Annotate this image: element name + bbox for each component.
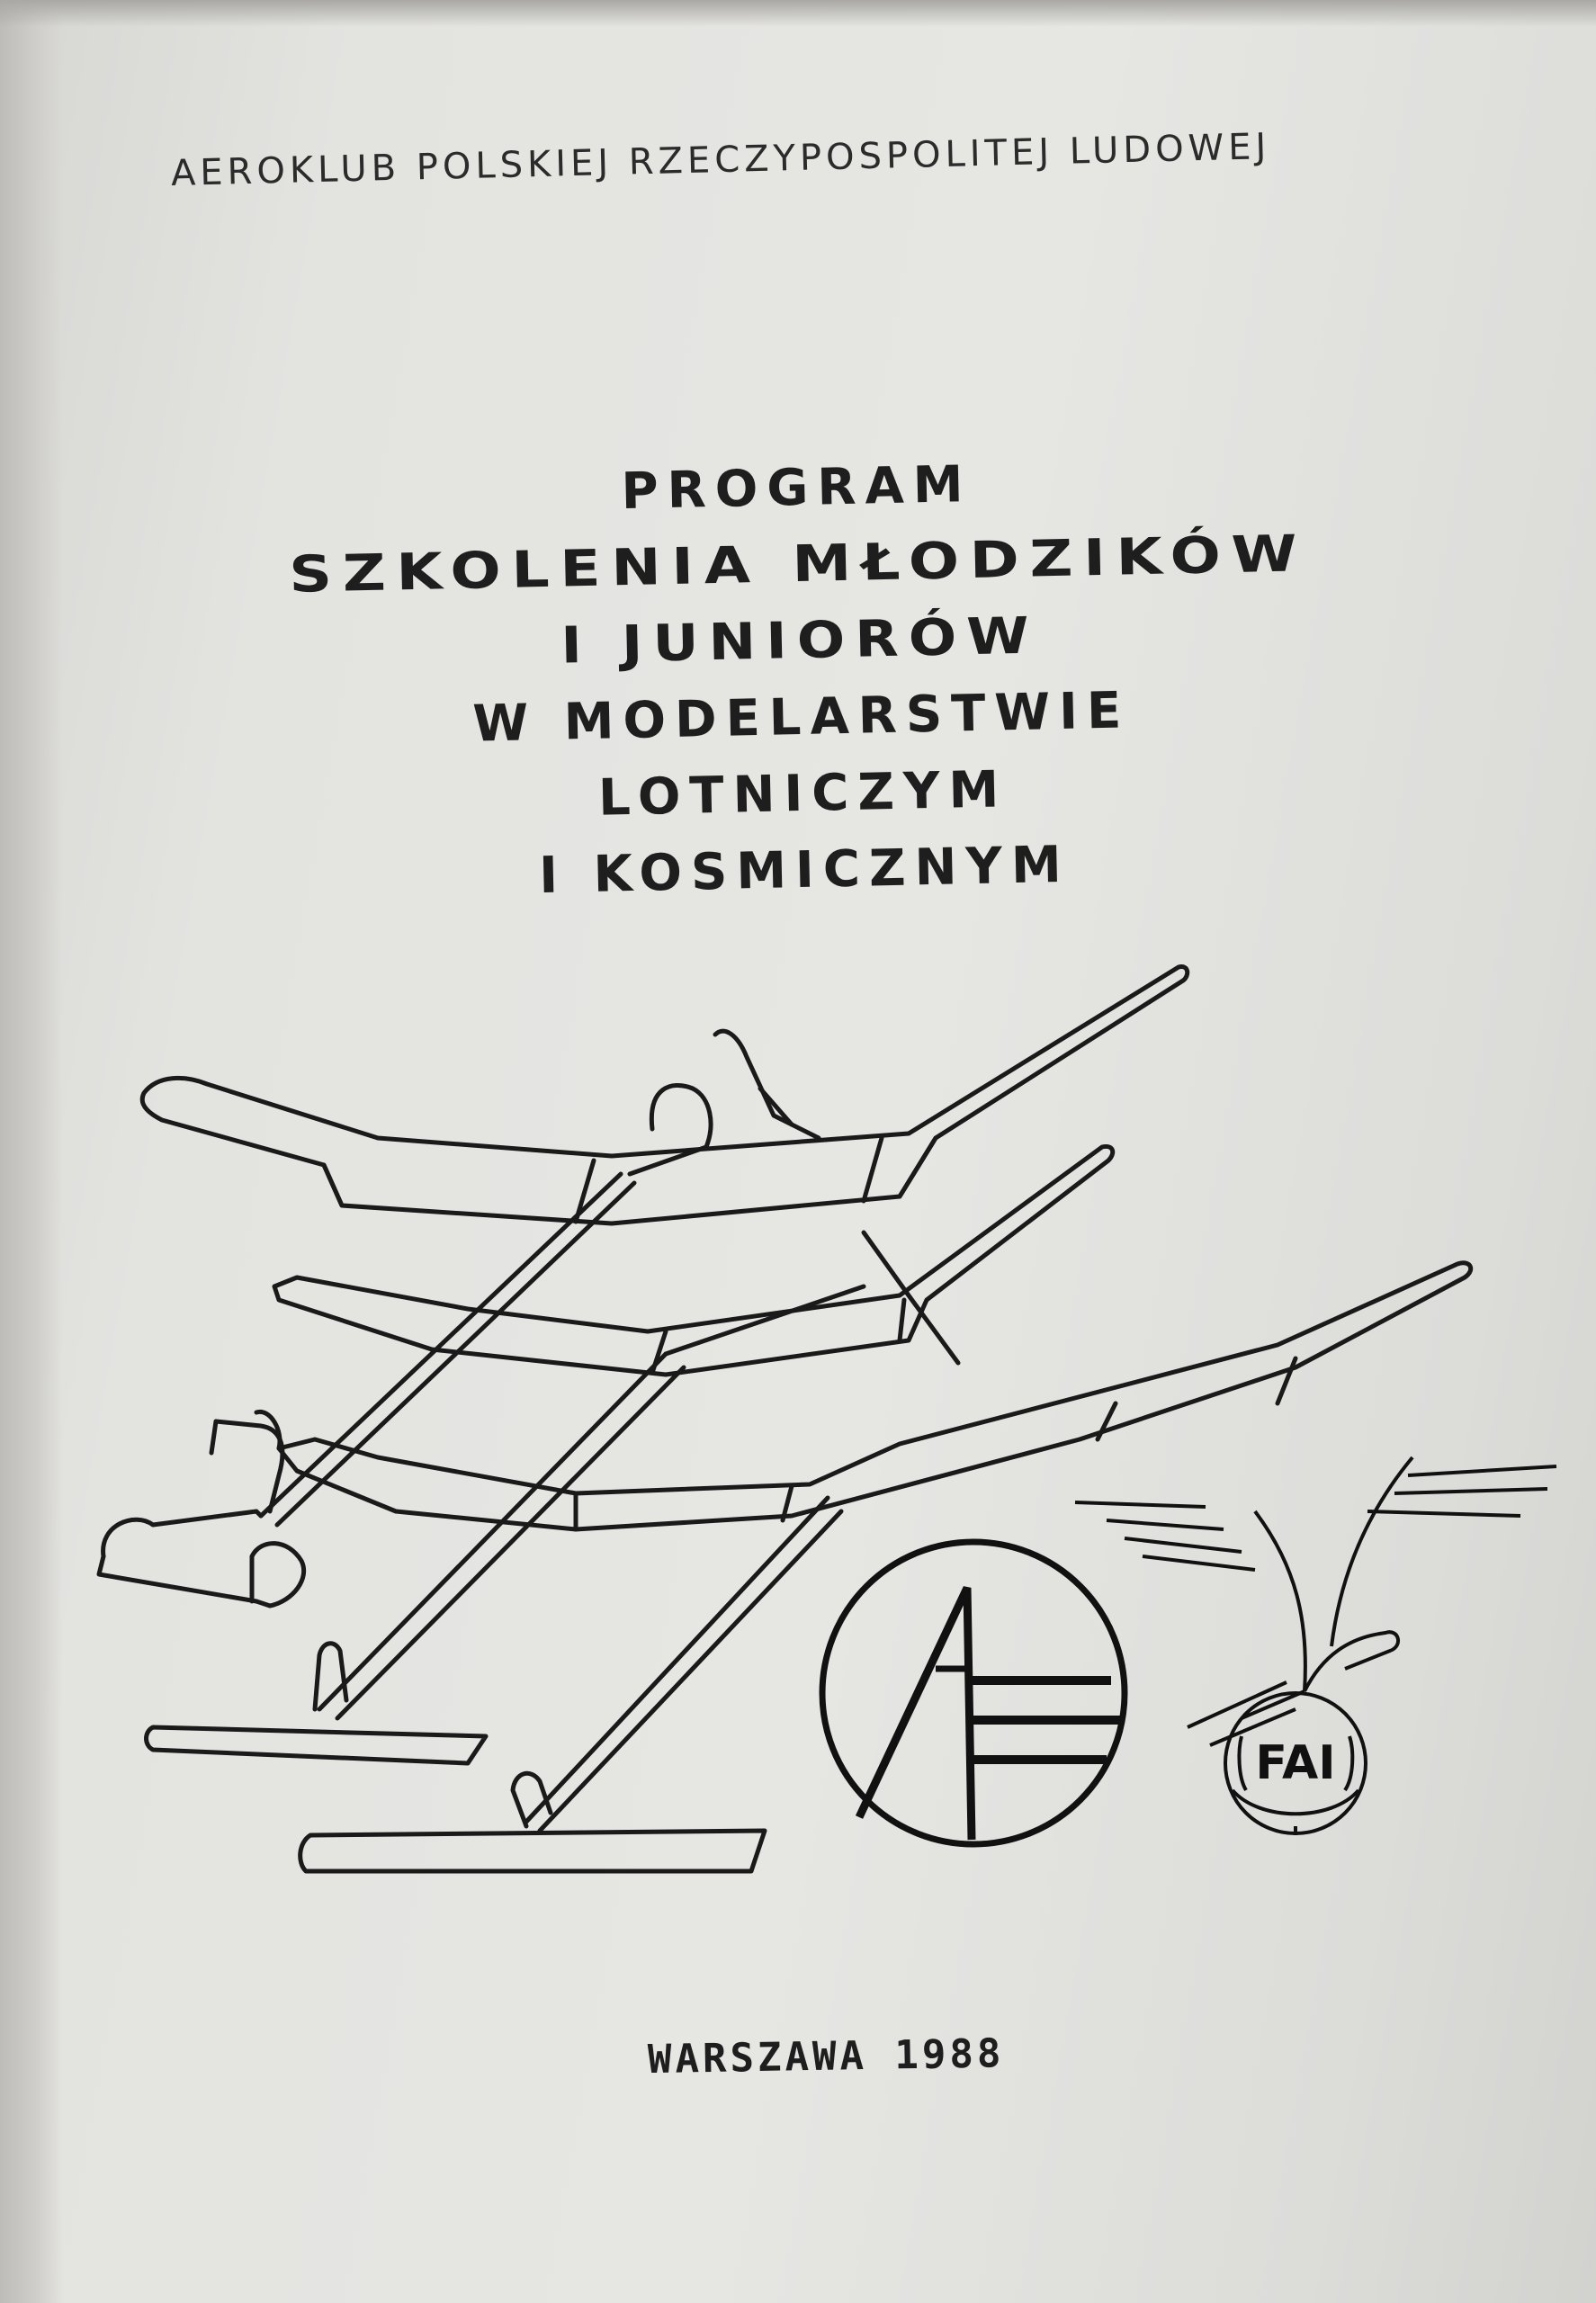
aeroklub-emblem-icon	[819, 1538, 1128, 1848]
model-2-tail	[144, 1641, 489, 1766]
model-2-wing	[272, 1143, 1116, 1377]
fuselage-booms	[258, 1144, 866, 1833]
model-3-tail	[298, 1770, 767, 1874]
fai-badge-label: FAI	[1255, 1736, 1335, 1790]
model-1-tail	[96, 1409, 306, 1609]
model-3-wing	[276, 1260, 1474, 1532]
model-aircraft-illustration: FAI	[96, 964, 1557, 1874]
model-1-wing	[139, 964, 1190, 1226]
fai-eagle-globe-icon: FAI	[1074, 1456, 1557, 1835]
cover-title: PROGRAM SZKOLENIA MŁODZIKÓW I JUNIORÓW W…	[175, 437, 1426, 922]
cover-top-shadow	[0, 0, 1596, 27]
model-1-pylon	[649, 1028, 821, 1150]
cover-left-edge	[0, 0, 63, 2303]
publication-place-year: WARSZAWA 1988	[647, 2030, 1005, 2083]
publisher-name: AEROKLUB POLSKIEJ RZECZYPOSPOLITEJ LUDOW…	[170, 126, 1271, 194]
